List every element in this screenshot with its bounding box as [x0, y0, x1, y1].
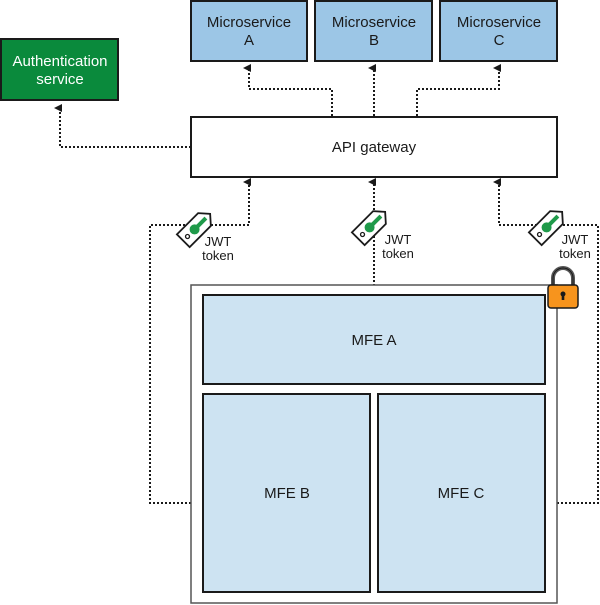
edge-gateway-microservice-c [416, 64, 501, 116]
edge-gateway-microservice-a [243, 64, 333, 116]
auth-service-label-line1: Authentication [12, 53, 107, 70]
microservice-c-label-line1: Microservice [457, 14, 541, 31]
auth-service-label-line2: service [36, 71, 84, 88]
edge-mfe-c-gateway [493, 178, 599, 504]
connectors [54, 64, 599, 504]
mfe-a-node: MFE A [202, 294, 546, 385]
microservice-b-node: Microservice B [314, 0, 433, 62]
key-tag-icon [175, 212, 212, 249]
padlock-icon [547, 266, 579, 309]
edge-mfe-b-gateway [149, 178, 251, 504]
jwt-token-center-line1: JWT [385, 232, 412, 247]
microservice-c-node: Microservice C [439, 0, 558, 62]
mfe-c-node: MFE C [377, 393, 546, 593]
jwt-token-right: JWT token [527, 210, 591, 261]
microservice-b-label-line2: B [369, 32, 379, 49]
microservice-a-node: Microservice A [190, 0, 308, 62]
mfe-b-label: MFE B [264, 485, 310, 502]
microservice-b-label-line1: Microservice [332, 14, 416, 31]
microservice-c-label-line2: C [494, 32, 505, 49]
jwt-token-left: JWT token [175, 212, 234, 263]
api-gateway-label: API gateway [332, 139, 417, 156]
jwt-token-center-line2: token [382, 246, 414, 261]
mfe-a-label: MFE A [351, 332, 396, 349]
api-gateway-node: API gateway [190, 116, 558, 178]
jwt-token-left-line2: token [202, 248, 234, 263]
key-tag-icon [527, 210, 564, 247]
microservice-a-label-line1: Microservice [207, 14, 291, 31]
microservice-a-label-line2: A [244, 32, 254, 49]
mfe-c-label: MFE C [438, 485, 485, 502]
jwt-token-right-line1: JWT [562, 232, 589, 247]
jwt-token-right-line2: token [559, 246, 591, 261]
mfe-b-node: MFE B [202, 393, 371, 593]
edge-gateway-auth [54, 104, 191, 148]
jwt-token-center: JWT token [350, 210, 414, 261]
key-tag-icon [350, 210, 387, 247]
authentication-service-node: Authentication service [0, 38, 119, 101]
jwt-token-left-line1: JWT [205, 234, 232, 249]
